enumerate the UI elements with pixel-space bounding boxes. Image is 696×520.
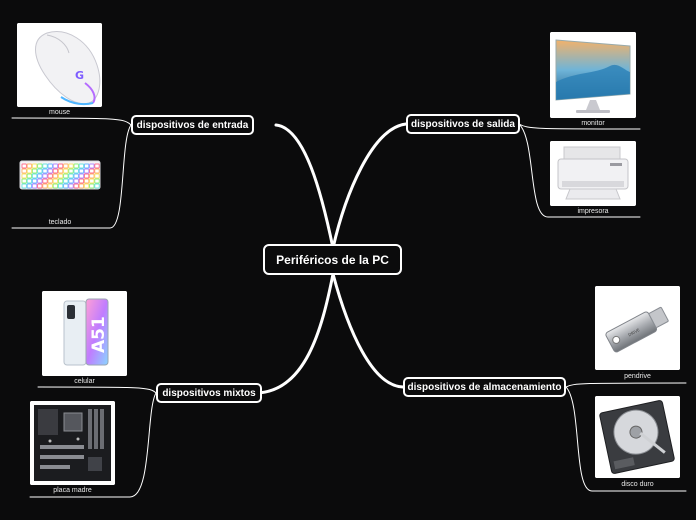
link-almac-pendrive xyxy=(565,382,687,388)
link-mixtos-placa xyxy=(29,392,157,498)
link-entrada-mouse xyxy=(11,117,132,126)
link-entrada-teclado xyxy=(11,124,132,229)
leaf-label-monitor: monitor xyxy=(581,120,605,127)
phone-text: A51 xyxy=(89,316,109,353)
central-topic[interactable]: Periféricos de la PC xyxy=(263,244,402,275)
link-mixtos-celular xyxy=(37,386,157,394)
svg-text:G: G xyxy=(75,69,84,82)
svg-text:DRIVE: DRIVE xyxy=(627,327,641,337)
branch-label: dispositivos de salida xyxy=(411,118,515,130)
leaf-label-disco-duro: disco duro xyxy=(621,481,654,488)
keyboard-image xyxy=(19,157,101,193)
leaf-label-mouse: mouse xyxy=(48,109,70,116)
link-center-almacenamiento xyxy=(331,272,405,389)
phone-image: A51 xyxy=(42,291,127,376)
mouse-image: G xyxy=(17,23,102,107)
link-center-mixtos xyxy=(254,272,335,395)
leaf-label-teclado: teclado xyxy=(48,219,72,226)
branch-label: dispositivos mixtos xyxy=(162,387,256,399)
leaf-label-celular: celular xyxy=(74,378,95,385)
link-salida-impresora xyxy=(518,123,641,218)
branch-dispositivos-mixtos[interactable]: dispositivos mixtos xyxy=(156,383,262,403)
link-center-entrada xyxy=(274,123,335,250)
monitor-image xyxy=(550,32,636,118)
leaf-label-impresora: impresora xyxy=(577,208,609,215)
link-salida-monitor xyxy=(518,123,641,130)
branch-dispositivos-salida[interactable]: dispositivos de salida xyxy=(406,114,520,134)
leaf-label-pendrive: pendrive xyxy=(624,373,651,380)
branch-dispositivos-almacenamiento[interactable]: dispositivos de almacenamiento xyxy=(403,377,566,397)
branch-dispositivos-entrada[interactable]: dispositivos de entrada xyxy=(131,115,254,135)
hard-disk-image xyxy=(595,396,680,478)
link-center-salida xyxy=(331,122,408,250)
motherboard-image xyxy=(30,401,115,485)
branch-label: dispositivos de almacenamiento xyxy=(407,381,562,393)
central-topic-label: Periféricos de la PC xyxy=(276,252,389,267)
printer-image xyxy=(550,141,636,206)
usb-drive-image: DRIVE xyxy=(595,286,680,370)
link-almac-disco xyxy=(565,386,687,492)
branch-label: dispositivos de entrada xyxy=(136,119,249,131)
leaf-label-placa-madre: placa madre xyxy=(53,487,92,494)
